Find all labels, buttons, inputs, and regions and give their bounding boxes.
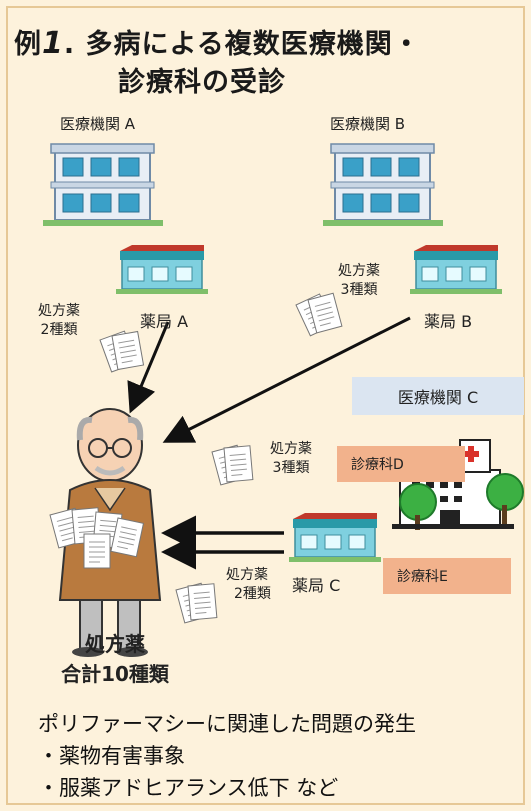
title-rest: . 多病による複数医療機関・ — [63, 29, 421, 60]
prescription-a-count: 2種類 — [40, 322, 78, 338]
title-number: 1 — [42, 26, 64, 61]
department-d-label: 診療科D — [351, 457, 404, 473]
arrow-pharmacy-a-to-patient — [127, 321, 170, 414]
prescription-a-label: 処方薬 2種類 — [38, 302, 80, 340]
prescription-b-paper-icon — [295, 292, 343, 337]
problem-heading: ポリファーマシーに関連した問題の発生 — [38, 712, 416, 736]
diagram-frame — [6, 6, 525, 805]
title-line-1: 例1. 多病による複数医療機関・ — [14, 22, 421, 61]
pharmacy-b-label: 薬局 B — [424, 312, 473, 331]
total-count: 合計10種類 — [61, 662, 169, 686]
prescription-d-label: 処方薬 3種類 — [270, 440, 312, 478]
prescription-e-label: 処方薬 2種類 — [226, 566, 271, 604]
title-prefix: 例 — [14, 29, 42, 60]
department-e-label: 診療科E — [397, 569, 448, 585]
department-e-box: 診療科E — [383, 558, 511, 594]
department-d-box: 診療科D — [337, 446, 465, 482]
prescription-a-title: 処方薬 — [38, 303, 80, 319]
pharmacy-b-icon — [409, 244, 503, 295]
arrow-pharmacy-b-to-patient — [162, 316, 411, 443]
institution-c-label: 医療機関 C — [397, 388, 479, 407]
prescription-d-count: 3種類 — [272, 460, 310, 476]
hospital-c-icon — [392, 439, 524, 530]
institution-b-label: 医療機関 B — [330, 115, 406, 133]
problem-item-adverse-events: ・薬物有害事象 — [38, 744, 185, 768]
title-line-2: 診療科の受診 — [118, 67, 286, 98]
institution-a-label: 医療機関 A — [60, 115, 136, 133]
institution-c-box: 医療機関 C — [352, 377, 524, 415]
problem-item-adherence: ・服薬アドヒアランス低下 など — [38, 776, 339, 800]
total-title: 処方薬 — [85, 632, 145, 656]
prescription-e-title: 処方薬 — [226, 567, 268, 583]
pharmacy-a-label: 薬局 A — [140, 312, 189, 331]
institution-a-building-icon — [42, 143, 164, 227]
prescription-e-paper-icon — [175, 582, 218, 624]
prescription-b-count: 3種類 — [340, 282, 378, 298]
prescription-a-paper-icon — [99, 330, 145, 373]
pharmacy-a-icon — [115, 244, 209, 295]
prescription-d-paper-icon — [211, 444, 254, 486]
prescription-b-title: 処方薬 — [338, 263, 380, 279]
prescription-e-count: 2種類 — [234, 586, 271, 602]
pharmacy-c-icon — [288, 512, 382, 563]
prescription-d-title: 処方薬 — [270, 441, 312, 457]
pharmacy-c-label: 薬局 C — [292, 576, 341, 595]
institution-b-building-icon — [322, 143, 444, 227]
prescription-b-label: 処方薬 3種類 — [338, 262, 380, 300]
